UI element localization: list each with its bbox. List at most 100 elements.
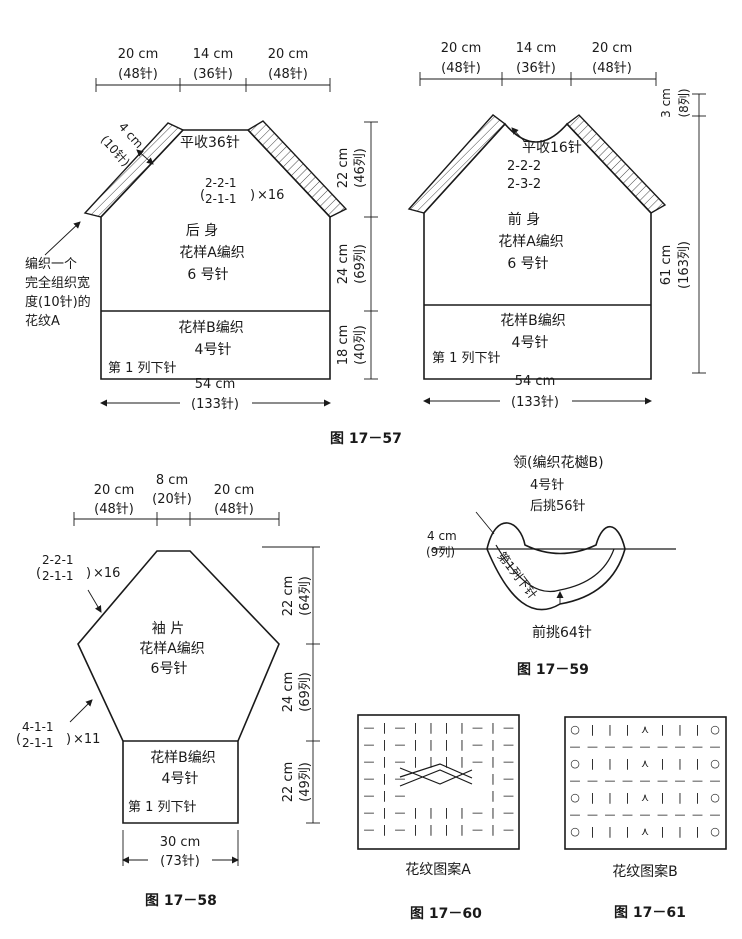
knit-symbol: | (591, 757, 595, 770)
back-side-dim-1-rows: (46列) (353, 148, 368, 188)
purl-symbol: — (675, 774, 686, 787)
purl-symbol: — (395, 823, 406, 836)
purl-symbol: — (570, 774, 581, 787)
knit-symbol: | (608, 825, 612, 838)
knit-symbol: | (591, 791, 595, 804)
paren-open: ( (200, 188, 205, 203)
sleeve-top-dim-1-st: (48针) (94, 502, 134, 517)
back-shaping-mult: ×16 (257, 188, 284, 203)
back-shaping-a: 2-2-1 (205, 176, 237, 190)
purl-symbol: — (710, 774, 721, 787)
purl-symbol: — (395, 789, 406, 802)
front-right-raglan-strip (565, 114, 667, 214)
knit-symbol: | (414, 738, 418, 751)
knit-symbol: | (414, 755, 418, 768)
paren-open: ( (36, 566, 41, 581)
collar-front-pick: 前挑64针 (532, 624, 592, 641)
front-top-dim-1-st: (48针) (441, 61, 481, 76)
knit-symbol: | (626, 791, 630, 804)
purl-symbol: — (364, 721, 375, 734)
sleeve-first-row: 第 1 列下针 (128, 800, 197, 815)
pattern-a-label: 花纹图案A (405, 861, 471, 878)
knit-symbol: | (678, 825, 682, 838)
sleeve-top-dim-2-cm: 8 cm (156, 473, 188, 488)
knit-symbol: | (383, 789, 387, 802)
yarn-over-symbol: ○ (570, 791, 580, 804)
purl-symbol: — (640, 774, 651, 787)
knit-symbol: | (491, 772, 495, 785)
sleeve-needle: 6号针 (151, 661, 188, 677)
purl-symbol: — (472, 755, 483, 768)
sleeve-shaping-bot-mult: ×11 (73, 732, 100, 747)
sleeve-shaping-top-b: 2-1-1 (42, 569, 74, 583)
back-rib-needle: 4号针 (195, 342, 232, 358)
paren-close: ) (66, 732, 71, 747)
yarn-over-symbol: ○ (710, 723, 720, 736)
front-panel-diagram: 20 cm (48针) 14 cm (36针) 20 cm (48针) 平收16… (407, 41, 706, 410)
purl-symbol: — (622, 740, 633, 753)
collar-mid-curve (495, 544, 615, 592)
sleeve-rib-needle: 4号针 (162, 771, 199, 787)
purl-symbol: — (570, 740, 581, 753)
fig59-caption: 图 17－59 (517, 662, 589, 678)
knit-symbol: | (491, 738, 495, 751)
knit-symbol: | (445, 806, 449, 819)
sleeve-title: 袖 片 (152, 621, 184, 637)
front-neck-cm: 3 cm (659, 88, 673, 118)
purl-symbol: — (364, 789, 375, 802)
back-note-3: 度(10针)的 (25, 294, 91, 310)
sleeve-top-dim-1-cm: 20 cm (94, 483, 135, 498)
purl-symbol: — (657, 774, 668, 787)
purl-symbol: — (622, 774, 633, 787)
purl-symbol: — (710, 808, 721, 821)
knit-symbol: | (414, 721, 418, 734)
purl-symbol: — (472, 806, 483, 819)
label-bg (500, 391, 572, 409)
sleeve-diagram: 20 cm (48针) 8 cm (20针) 20 cm (48针) 2-2-1… (16, 473, 320, 869)
cable-cross-stroke (399, 763, 473, 779)
front-neck-b: 2-3-2 (507, 177, 541, 192)
purl-symbol: — (364, 755, 375, 768)
purl-symbol: — (503, 823, 514, 836)
purl-symbol: — (395, 721, 406, 734)
purl-symbol: — (364, 823, 375, 836)
knit-symbol: | (460, 738, 464, 751)
purl-symbol: — (472, 823, 483, 836)
label-bg (148, 851, 212, 869)
knit-symbol: | (678, 791, 682, 804)
front-neck-bindoff: 平收16针 (522, 140, 582, 156)
double-decrease-symbol: ⋏ (641, 757, 649, 770)
yarn-over-symbol: ○ (710, 825, 720, 838)
purl-symbol: — (640, 808, 651, 821)
pattern-a-grid: —|—||||—|——|—||||—|——|—||||—|——|—|——|—|—… (364, 721, 515, 836)
front-top-dim-3-st: (48针) (592, 61, 632, 76)
front-bottom-st: (133针) (511, 395, 559, 410)
knit-symbol: | (626, 825, 630, 838)
fig57-caption: 图 17－57 (330, 431, 402, 447)
shaping-arrow (69, 699, 93, 723)
collar-outer-curve (486, 548, 626, 611)
sleeve-side-dim-3-cm: 22 cm (281, 762, 296, 803)
knit-symbol: | (383, 738, 387, 751)
front-needle: 6 号针 (507, 256, 548, 272)
paren-close: ) (250, 188, 255, 203)
front-total-rows: (163列) (677, 241, 692, 289)
sleeve-side-dim-3-rows: (49列) (298, 762, 313, 802)
knit-symbol: | (429, 738, 433, 751)
front-first-row: 第 1 列下针 (432, 351, 501, 366)
knit-symbol: | (491, 721, 495, 734)
knit-symbol: | (383, 806, 387, 819)
back-shaping-b: 2-1-1 (205, 192, 237, 206)
fig61-caption: 图 17－61 (614, 905, 686, 921)
back-side-dim-3-rows: (40列) (353, 325, 368, 365)
collar-width-arrow (475, 511, 495, 535)
knit-symbol: | (445, 755, 449, 768)
pattern-b-grid: ○|||⋏|||○—————————○|||⋏|||○—————————○|||… (570, 723, 721, 838)
knit-symbol: | (661, 723, 665, 736)
knit-symbol: | (661, 791, 665, 804)
back-side-dim-2-rows: (69列) (353, 244, 368, 284)
purl-symbol: — (395, 755, 406, 768)
knit-symbol: | (608, 791, 612, 804)
back-top-dim-3-cm: 20 cm (268, 47, 309, 62)
back-note-4: 花纹A (25, 313, 60, 329)
